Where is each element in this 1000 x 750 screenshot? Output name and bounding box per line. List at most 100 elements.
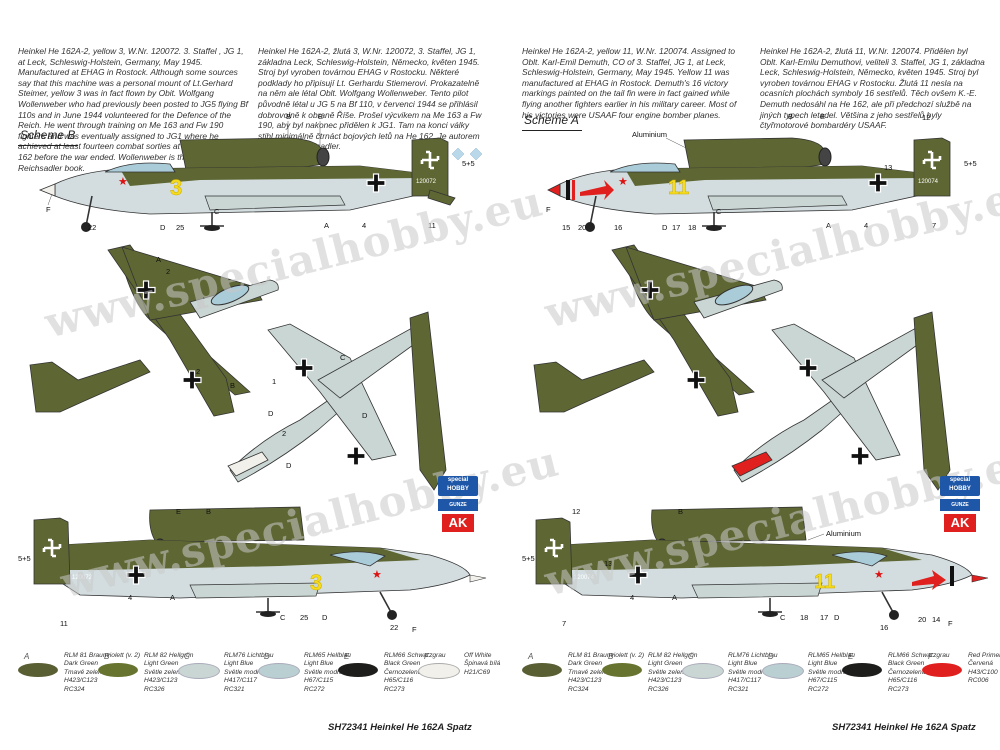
- right-description-czech: Heinkel He 162A-2, žlutá 11, W.Nr. 12007…: [760, 46, 985, 131]
- color-swatch: [338, 663, 378, 677]
- left-side-number-bottom: 3: [310, 570, 322, 595]
- svg-text:F: F: [46, 205, 51, 214]
- svg-text:D: D: [160, 223, 166, 232]
- svg-text:F: F: [546, 205, 551, 214]
- svg-text:A: A: [324, 221, 329, 230]
- svg-text:C: C: [780, 613, 786, 622]
- left-side-view-top: ★: [38, 137, 456, 232]
- svg-text:B: B: [206, 507, 211, 516]
- right-side-view-top: ★: [547, 137, 951, 232]
- color-swatch: [418, 663, 460, 679]
- right-top-view: [533, 244, 783, 417]
- color-swatch: [18, 663, 58, 677]
- left-vmark-chevron-top: [451, 147, 483, 161]
- svg-text:★: ★: [118, 175, 128, 188]
- legend-letter: F: [928, 652, 933, 661]
- svg-text:20: 20: [578, 223, 586, 232]
- svg-text:12: 12: [922, 113, 930, 122]
- svg-text:2: 2: [196, 367, 200, 376]
- special-hobby-logo: special HOBBY: [438, 476, 478, 496]
- svg-text:4: 4: [128, 593, 132, 602]
- right-scheme-underline: [522, 130, 582, 131]
- legend-letter: E: [344, 652, 350, 661]
- legend-letter: D: [768, 652, 774, 661]
- svg-text:E: E: [176, 507, 181, 516]
- legend-letter: A: [528, 652, 534, 661]
- ak-logo: AK: [442, 514, 474, 532]
- svg-text:17: 17: [820, 613, 828, 622]
- svg-text:4: 4: [864, 221, 868, 230]
- svg-text:D: D: [362, 411, 368, 420]
- svg-text:★: ★: [618, 175, 628, 188]
- left-description-english: Heinkel He 162A-2, yellow 3, W.Nr. 12007…: [18, 46, 248, 173]
- svg-text:F: F: [948, 619, 953, 628]
- color-swatch: [522, 663, 562, 677]
- left-scheme-underline: [18, 145, 78, 146]
- svg-text:B: B: [230, 381, 235, 390]
- left-top-view: [29, 244, 279, 417]
- svg-text:25: 25: [176, 223, 184, 232]
- svg-text:11: 11: [60, 619, 68, 628]
- color-swatch: [842, 663, 882, 677]
- svg-text:1: 1: [272, 377, 276, 386]
- svg-text:4: 4: [362, 221, 366, 230]
- svg-text:18: 18: [688, 223, 696, 232]
- color-swatch: [178, 663, 220, 679]
- legend-letter: C: [184, 652, 190, 661]
- svg-text:C: C: [214, 207, 220, 216]
- svg-text:A: A: [672, 593, 677, 602]
- svg-text:B: B: [286, 112, 291, 121]
- svg-text:22: 22: [88, 223, 96, 232]
- left-footer-title: SH72341 Heinkel He 162A Spatz: [328, 722, 472, 733]
- svg-text:18: 18: [800, 613, 808, 622]
- left-description-czech: Heinkel He 162A-2, žlutá 3, W.Nr. 120072…: [258, 46, 482, 151]
- svg-text:D: D: [286, 461, 292, 470]
- svg-text:20: 20: [918, 615, 926, 624]
- svg-text:13: 13: [604, 559, 612, 568]
- svg-text:B: B: [788, 112, 793, 121]
- left-side-view-bottom: ★: [33, 506, 487, 620]
- right-side-number-bottom: 11: [814, 571, 835, 593]
- right-side-number-top: 11: [668, 177, 689, 199]
- special-hobby-logo-right-text: special HOBBY: [949, 477, 971, 492]
- right-scheme-title: Scheme A: [524, 113, 579, 127]
- left-bottom-view: [227, 311, 447, 491]
- legend-letter: B: [608, 652, 614, 661]
- legend-letter: C: [688, 652, 694, 661]
- ak-logo-right: AK: [944, 514, 976, 532]
- svg-text:E: E: [820, 112, 825, 121]
- svg-text:A: A: [826, 221, 831, 230]
- color-swatch: [602, 663, 642, 677]
- special-hobby-logo-text: special HOBBY: [447, 477, 469, 492]
- aircraft-artwork: ★ 3 120072 5+5 B E F 22 D 25 C A 4 11: [18, 112, 989, 634]
- color-swatch: [98, 663, 138, 677]
- right-side-view-bottom: ★: [535, 506, 989, 620]
- svg-text:D: D: [662, 223, 668, 232]
- ak-logo-text: AK: [448, 515, 468, 530]
- right-wnr-top: 120074: [918, 179, 939, 185]
- svg-text:2: 2: [166, 267, 170, 276]
- svg-text:★: ★: [874, 568, 884, 581]
- left-wnr-top: 120072: [416, 179, 437, 185]
- right-footer-title: SH72341 Heinkel He 162A Spatz: [832, 722, 976, 733]
- right-description-english: Heinkel He 162A-2, yellow 11, W.Nr. 1200…: [522, 46, 737, 120]
- legend-letter: F: [424, 652, 429, 661]
- svg-text:A: A: [170, 593, 175, 602]
- svg-text:14: 14: [932, 615, 940, 624]
- right-bottom-view: [731, 311, 951, 491]
